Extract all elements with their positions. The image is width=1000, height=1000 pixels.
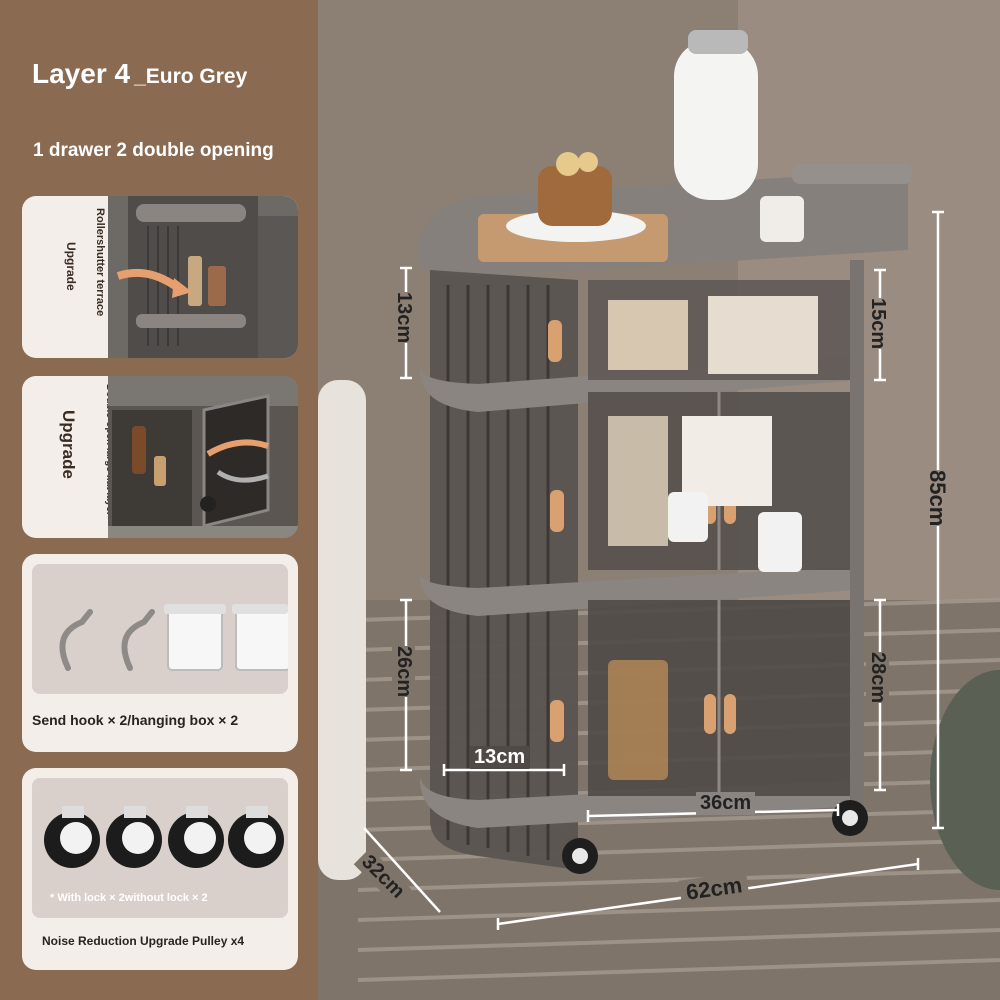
feature-card-rollershutter: Rollershutter terrace Upgrade [22,196,298,358]
product-title: Layer 4_Euro Grey [32,58,247,90]
feature-card-double-open: Double-open large flat layer Upgrade [22,376,298,538]
dim-total-height: 85cm [924,470,950,527]
cart-illustration [318,0,1000,1000]
accessories-image [32,564,291,694]
feature-upgrade-label: Upgrade [59,410,78,479]
feature-label: Rollershutter terrace [94,208,106,317]
hook-icon [59,609,155,671]
dim-bottom-right: 28cm [866,652,889,704]
info-panel: Layer 4_Euro Grey 1 drawer 2 double open… [0,0,318,1000]
pulley-label: Noise Reduction Upgrade Pulley x4 [42,934,245,948]
dim-top-left: 13cm [392,292,415,344]
dim-front-width: 36cm [696,792,756,815]
dim-bottom-left: 26cm [392,646,415,698]
hanging-box-icon [164,604,291,671]
color-variant: _Euro Grey [134,65,248,88]
feature-upgrade-label: Upgrade [64,242,78,291]
feature-card-accessories: Send hook × 2/hanging box × 2 [22,554,298,752]
accessories-label: Send hook × 2/hanging box × 2 [32,712,239,728]
dim-side-width: 13cm [470,746,530,769]
product-subtitle: 1 drawer 2 double opening [33,140,274,161]
feature-card-wheels: * With lock × 2without lock × 2 Noise Re… [22,768,298,970]
wheels-image: * With lock × 2without lock × 2 [32,778,288,918]
product-scene: 13cm 15cm 85cm 26cm 28cm 13cm 36cm 32cm … [318,0,1000,1000]
dim-top-right: 15cm [866,298,889,350]
caster-wheel-icon [44,806,284,868]
layer-title: Layer 4 [32,58,131,89]
lock-note: * With lock × 2without lock × 2 [50,892,208,904]
rollershutter-photo [108,196,298,358]
double-open-photo [108,376,298,538]
